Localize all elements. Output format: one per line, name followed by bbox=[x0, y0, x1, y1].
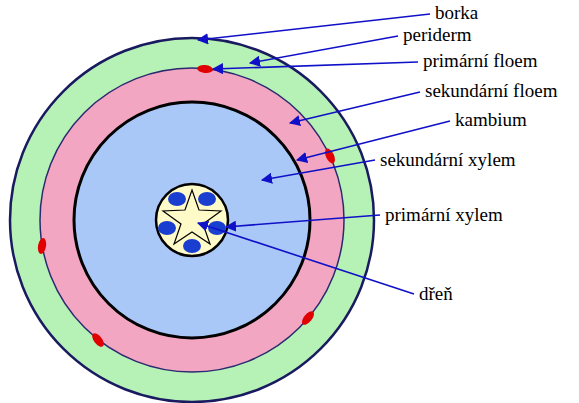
part-label: borka bbox=[435, 3, 478, 22]
part-label: primární floem bbox=[423, 51, 538, 70]
part-label: periderm bbox=[403, 25, 472, 44]
primary-phloem-patches bbox=[37, 64, 337, 348]
pith-star bbox=[163, 190, 221, 244]
secondary-phloem-ring bbox=[40, 68, 344, 372]
part-label: dřeň bbox=[419, 284, 453, 303]
part-label: primární xylem bbox=[385, 205, 503, 224]
part-label: kambium bbox=[455, 110, 527, 129]
pith-circle bbox=[156, 184, 228, 256]
part-label: sekundární xylem bbox=[380, 150, 516, 169]
part-label: sekundární floem bbox=[425, 81, 557, 100]
cambium-ring bbox=[74, 102, 310, 338]
